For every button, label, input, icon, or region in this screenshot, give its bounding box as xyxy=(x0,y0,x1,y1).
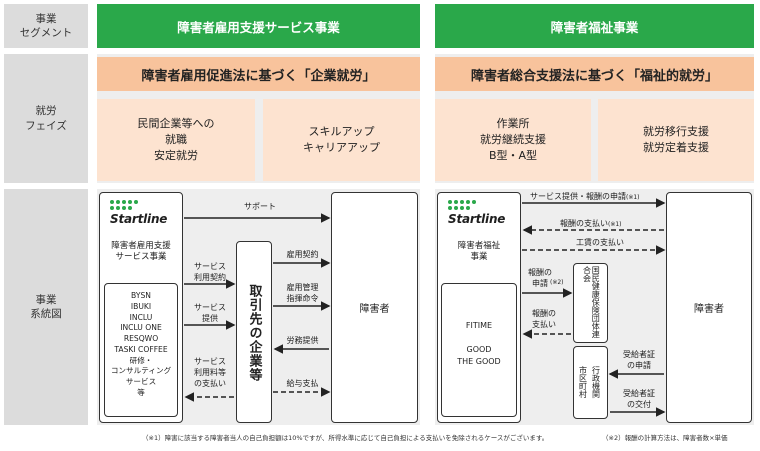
label-fee-payment-note: (※1) xyxy=(608,221,622,228)
label-employment-mgmt: 雇用管理 指揮命令 xyxy=(286,283,319,303)
disabled-box-right xyxy=(666,192,752,423)
footnote-1: （※1）障害に該当する障害者当人の自己負担額は10%ですが、所得水準に応じて自己… xyxy=(142,434,549,442)
phase-right-2: 就労移行支援 就労定着支援 xyxy=(598,99,754,181)
startline-brand-right: Startline xyxy=(448,212,506,226)
facilities-text: FITIME GOOD THE GOOD xyxy=(457,321,501,366)
row-label-phase: 就労 フェイズ xyxy=(4,54,88,183)
services-list-text: BYSN IBUKI INCLU INCLU ONE RESQWO TASKI … xyxy=(110,291,172,398)
label-service-request-text: サービス提供・報酬の申請 xyxy=(530,192,626,201)
partner-label: 取引先の企業等 xyxy=(246,283,262,382)
disabled-label-right: 障害者 xyxy=(694,304,724,315)
label-service-contract: サービス 利用契約 xyxy=(194,262,226,282)
label-claim: 報酬の 申請 xyxy=(528,268,552,288)
startline-logo-left: Startline xyxy=(104,198,180,228)
company-business-left: 障害者雇用支援 サービス事業 xyxy=(111,241,171,263)
label-salary: 給与支払 xyxy=(286,379,319,388)
phase-left-2: スキルアップ キャリアアップ xyxy=(263,99,420,181)
company-business-right: 障害者福祉 事業 xyxy=(457,241,501,263)
municipality-label: 市区町村 xyxy=(578,366,588,398)
federation-box xyxy=(573,263,608,343)
row-label-segment: 事業 セグメント xyxy=(4,4,88,48)
phase-right-1: 作業所 就労継続支援 B型・A型 xyxy=(435,99,591,181)
segment-left: 障害者雇用支援サービス事業 xyxy=(97,4,420,48)
label-employment-contract: 雇用契約 xyxy=(286,250,319,259)
label-labor: 労務提供 xyxy=(286,336,319,345)
startline-brand-left: Startline xyxy=(110,212,168,226)
disabled-label-left: 障害者 xyxy=(359,304,390,315)
disabled-box-left xyxy=(331,192,418,423)
label-service-request-note: (※1) xyxy=(626,194,640,201)
label-service-fee: サービス 利用料等 の支払い xyxy=(194,357,226,388)
label-service-request: サービス提供・報酬の申請(※1) xyxy=(530,191,640,202)
startline-logo-right: Startline xyxy=(442,198,518,228)
municipality-sub-label: 行政機関 xyxy=(591,366,601,398)
segment-right: 障害者福祉事業 xyxy=(435,4,754,48)
label-service-provide: サービス 提供 xyxy=(194,303,226,323)
label-cert-issue: 受給者証 の交付 xyxy=(623,389,655,409)
basis-left: 障害者雇用促進法に基づく「企業就労」 xyxy=(97,57,420,91)
basis-right: 障害者総合支援法に基づく「福祉的就労」 xyxy=(435,57,754,91)
municipality-box xyxy=(573,346,608,419)
services-list xyxy=(104,283,178,417)
label-cert-apply: 受給者証 の申請 xyxy=(623,350,655,370)
label-claim-payment: 報酬の 支払い xyxy=(532,309,556,329)
label-support: サポート xyxy=(244,202,276,211)
label-claim-note: (※2) xyxy=(550,279,564,286)
facilities-box xyxy=(441,283,517,417)
label-fee-payment: 報酬の支払い(※1) xyxy=(560,218,622,229)
label-fee-payment-text: 報酬の支払い xyxy=(560,219,608,228)
partner-box xyxy=(236,241,272,423)
label-wage: 工賃の支払い xyxy=(576,238,624,247)
row-label-system: 事業 系統図 xyxy=(4,189,88,425)
federation-label: 国民健康保険団体連合会 xyxy=(582,266,601,338)
phase-left-1: 民間企業等への 就職 安定就労 xyxy=(97,99,255,181)
footnote-2: （※2）報酬の計算方法は、障害者数×単価 xyxy=(602,434,728,442)
